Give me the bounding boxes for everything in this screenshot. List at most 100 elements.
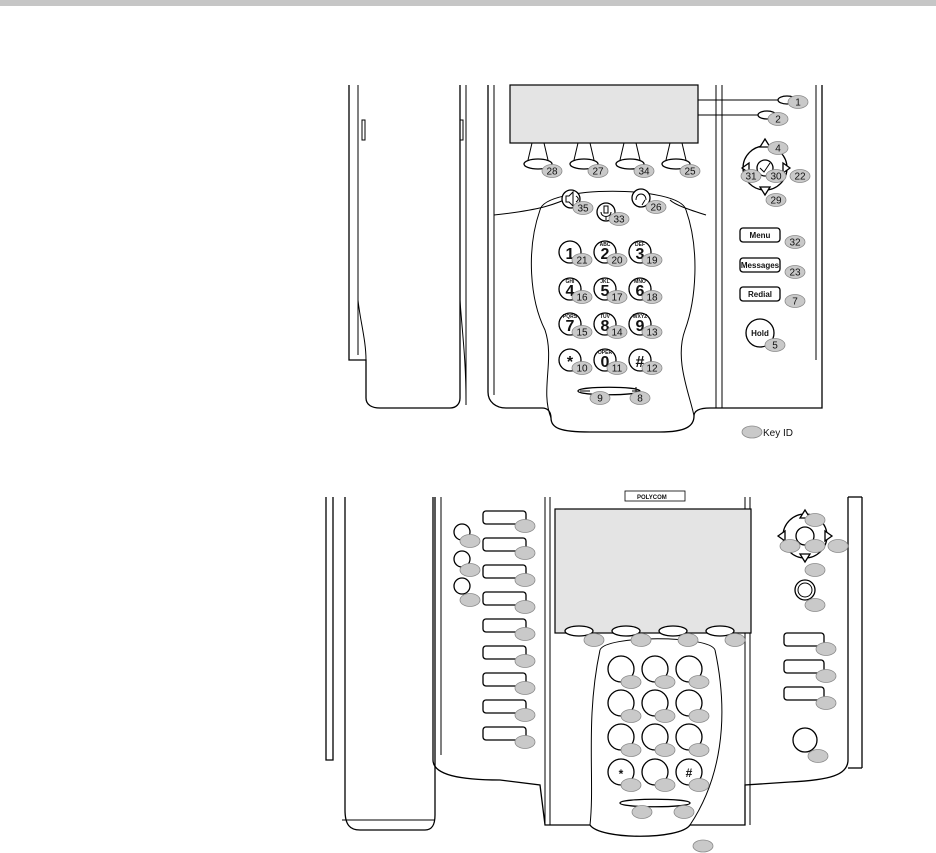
key-id-bubble-13 xyxy=(641,325,663,339)
keypad-digit-1: 1 xyxy=(566,246,575,263)
key-id-bubble-7 xyxy=(784,294,806,308)
key-id-bubble-12 xyxy=(641,361,663,375)
key-id-label-18: 18 xyxy=(646,293,658,304)
key-id-label-13: 13 xyxy=(646,328,658,339)
keypad-digit-6: 6 xyxy=(636,283,645,300)
hold-label: Hold xyxy=(751,329,769,338)
function-key-label-redial: Redial xyxy=(748,290,772,299)
key-id-bubble-29 xyxy=(765,193,787,207)
key-id-label-15: 15 xyxy=(576,328,588,339)
key-id-bubble-14 xyxy=(606,325,628,339)
keypad-digit-9: 9 xyxy=(636,318,645,335)
key-id-label-7: 7 xyxy=(792,297,798,308)
display-screen xyxy=(509,84,699,144)
key-id-label-12: 12 xyxy=(646,364,658,375)
select-check-icon xyxy=(759,162,771,173)
key-id-label-26: 26 xyxy=(650,203,662,214)
mute-glyph xyxy=(600,205,612,220)
key-id-bubble-26 xyxy=(645,200,667,214)
headset-icon[interactable] xyxy=(631,188,651,208)
key-id-bubble-32 xyxy=(784,235,806,249)
key-id-label-32: 32 xyxy=(789,238,801,249)
key-id-label-27: 27 xyxy=(592,167,604,178)
top-rule xyxy=(0,0,936,6)
soft-key-bracket xyxy=(665,142,687,161)
keypad-digit-2: 2 xyxy=(601,246,610,263)
key-id-label-1: 1 xyxy=(795,98,801,109)
key-id-label-19: 19 xyxy=(646,256,658,267)
function-key-redial[interactable] xyxy=(739,286,781,302)
key-id-bubble-15 xyxy=(571,325,593,339)
key-id-bubble-9 xyxy=(589,391,611,405)
key-id-bubble-28 xyxy=(541,164,563,178)
key-id-bubble-2 xyxy=(767,112,789,126)
phone-body xyxy=(487,84,823,433)
legend-label: Key ID xyxy=(763,428,793,439)
key-id-label-10: 10 xyxy=(576,364,588,375)
key-id-bubble-1 xyxy=(787,95,809,109)
key-id-bubble-27 xyxy=(587,164,609,178)
keypad-letters-0: OPER xyxy=(598,350,613,356)
handset xyxy=(348,85,467,409)
key-id-bubble-35 xyxy=(572,201,594,215)
key-id-label-20: 20 xyxy=(611,256,623,267)
keypad-letters-4: GHI xyxy=(566,279,576,285)
key-id-label-33: 33 xyxy=(613,215,625,226)
key-id-bubble-21 xyxy=(571,253,593,267)
key-id-label-9: 9 xyxy=(597,394,603,405)
key-id-bubble-34 xyxy=(633,164,655,178)
key-id-label-31: 31 xyxy=(745,172,757,183)
key-id-bubble-8 xyxy=(629,391,651,405)
nav-up-icon[interactable] xyxy=(758,137,772,148)
key-id-bubble-10 xyxy=(571,361,593,375)
key-id-label-14: 14 xyxy=(611,328,623,339)
key-id-bubble-25 xyxy=(679,164,701,178)
key-id-bubble-33 xyxy=(608,212,630,226)
key-id-label-29: 29 xyxy=(770,196,782,207)
key-id-label-30: 30 xyxy=(770,172,782,183)
nav-right-icon[interactable] xyxy=(782,161,792,175)
keypad-digit-8: 8 xyxy=(601,318,610,335)
key-id-bubble-20 xyxy=(606,253,628,267)
keypad-letters-9: WXYZ xyxy=(633,314,647,320)
keypad-letters-6: MNO xyxy=(634,279,646,285)
keypad-letters-5: JKL xyxy=(600,279,609,285)
keypad-digit-#: # xyxy=(636,354,645,371)
keypad-digit-0: 0 xyxy=(601,354,610,371)
function-key-menu[interactable] xyxy=(739,227,781,243)
key-id-label-28: 28 xyxy=(546,167,558,178)
key-id-bubble-23 xyxy=(784,265,806,279)
legend: Key ID xyxy=(741,425,793,439)
speaker-glyph xyxy=(565,190,579,208)
function-key-messages[interactable] xyxy=(739,257,781,273)
key-id-label-17: 17 xyxy=(611,293,623,304)
key-id-bubble-4 xyxy=(767,141,789,155)
headset-glyph xyxy=(635,193,647,206)
keypad-digit-4: 4 xyxy=(566,283,575,300)
nav-down-icon[interactable] xyxy=(758,186,772,197)
hold-button[interactable] xyxy=(745,318,775,348)
key-id-label-22: 22 xyxy=(794,172,806,183)
keypad-digit-*: * xyxy=(567,354,574,371)
keypad-digit-7: 7 xyxy=(566,318,575,335)
keypad-letters-3: DEF xyxy=(635,242,645,248)
keypad-letters-7: PQRS xyxy=(563,314,578,320)
key-id-bubble-5 xyxy=(764,338,786,352)
key-id-label-8: 8 xyxy=(637,394,643,405)
keypad-letters-2: ABC xyxy=(600,242,611,248)
soft-key-bracket xyxy=(527,142,549,161)
key-id-bubble-30 xyxy=(765,169,787,183)
keypad-letters-8: TUV xyxy=(600,314,611,320)
keypad-digit-5: 5 xyxy=(601,283,610,300)
key-id-bubble-17 xyxy=(606,290,628,304)
key-id-label-16: 16 xyxy=(576,293,588,304)
keypad-digit-3: 3 xyxy=(636,246,645,263)
function-key-label-messages: Messages xyxy=(741,261,780,270)
key-id-bubble-11 xyxy=(606,361,628,375)
key-id-label-2: 2 xyxy=(775,115,781,126)
key-id-label-21: 21 xyxy=(576,256,588,267)
key-id-bubble-16 xyxy=(571,290,593,304)
key-id-label-4: 4 xyxy=(775,144,781,155)
function-key-label-menu: Menu xyxy=(750,231,771,240)
